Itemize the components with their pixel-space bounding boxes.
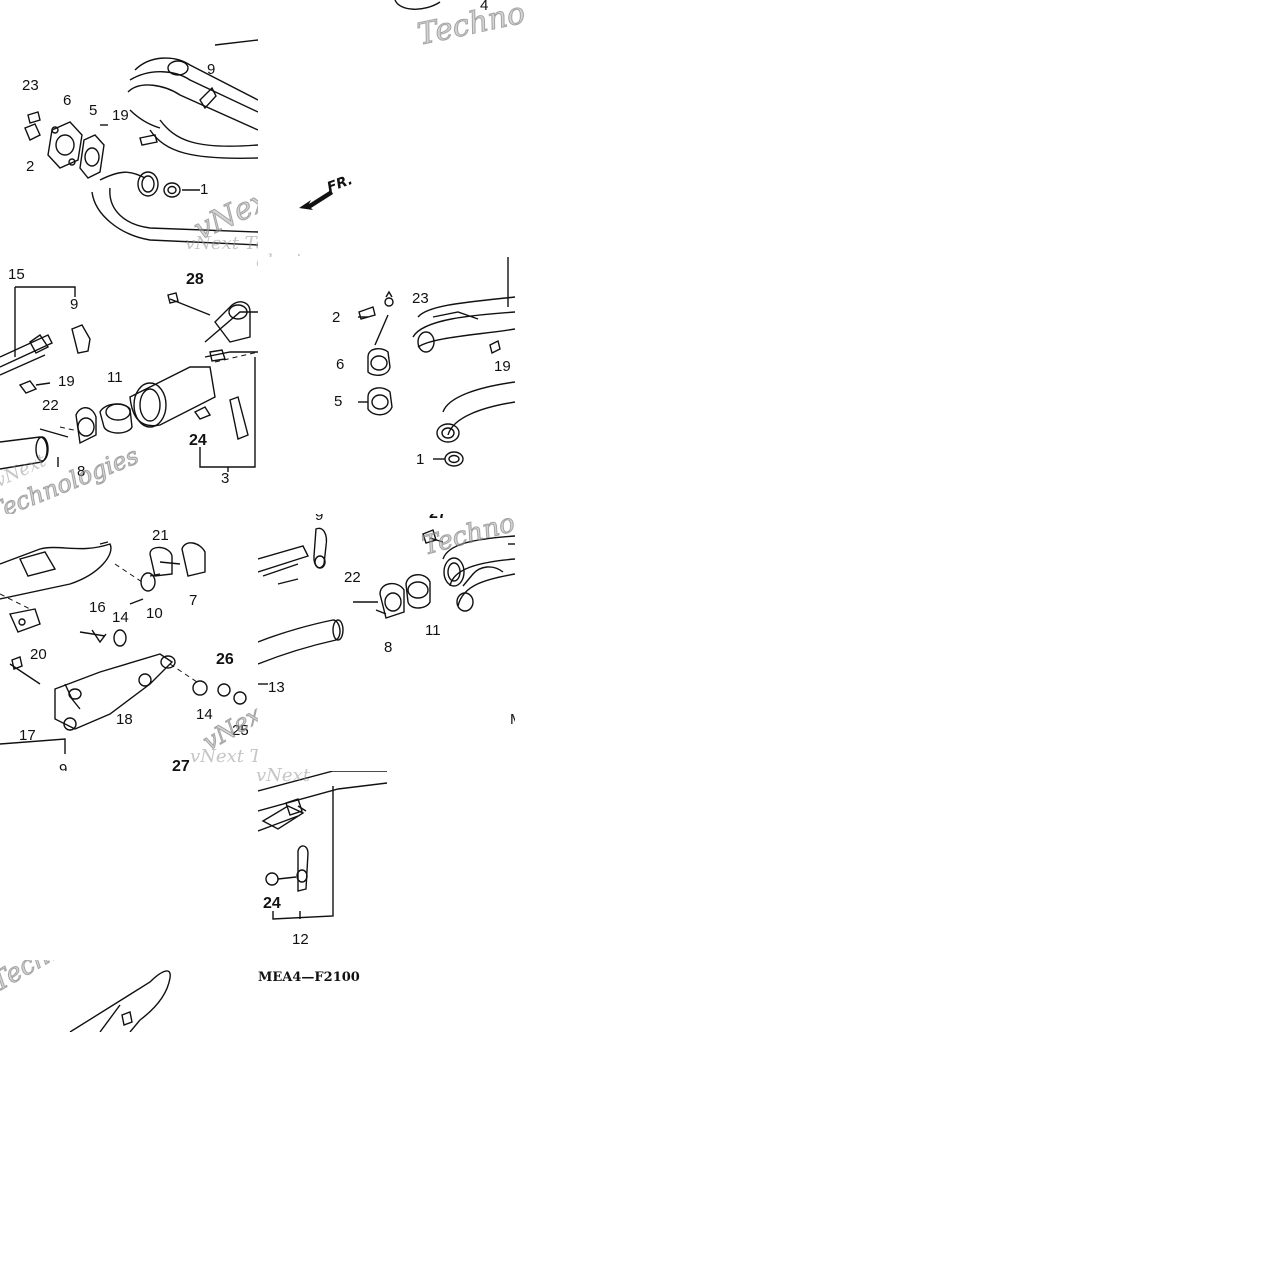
part-label: 27 bbox=[429, 514, 447, 522]
diagram-tile-6: 24 12 MEA4—F2100 bbox=[258, 771, 387, 985]
part-label: 9 bbox=[59, 761, 68, 771]
part-label: 5 bbox=[89, 102, 98, 119]
part-label: 24 bbox=[189, 432, 207, 449]
watermark: vNext Tec bbox=[185, 233, 258, 254]
watermark: vNext bbox=[256, 765, 310, 786]
silencer-tip-drawing bbox=[69, 970, 171, 1032]
part-label: 19 bbox=[494, 358, 511, 375]
part-label: 16 bbox=[89, 599, 106, 616]
part-label: 19 bbox=[112, 107, 129, 124]
part-label: 1 bbox=[416, 451, 425, 468]
diagram-code: MEA4—F2100 bbox=[258, 970, 360, 985]
part-label: 24 bbox=[263, 895, 281, 912]
part-label: 26 bbox=[216, 651, 234, 668]
diagram-tile-2: 15 9 28 19 11 22 24 8 3 ologies bbox=[0, 257, 258, 514]
diagram-tile-8: Technologies bbox=[0, 960, 180, 1032]
diagram-tile-4: 21 7 10 16 14 20 26 18 14 25 17 9 27 vNe… bbox=[0, 514, 258, 771]
part-label: 6 bbox=[336, 356, 345, 373]
part-label: M bbox=[510, 712, 515, 727]
part-label: 18 bbox=[116, 711, 133, 728]
part-label: 23 bbox=[412, 290, 429, 307]
part-label: 12 bbox=[292, 931, 309, 948]
pipe-joint-drawing bbox=[258, 527, 515, 685]
part-label: 17 bbox=[19, 727, 36, 744]
part-label: 19 bbox=[58, 373, 75, 390]
bracket-drawing bbox=[258, 771, 387, 920]
part-label: 10 bbox=[146, 605, 163, 622]
part-label: 7 bbox=[189, 592, 198, 609]
part-label: 23 bbox=[22, 77, 39, 94]
catalytic-section-drawing bbox=[0, 286, 258, 472]
part-label: 11 bbox=[425, 622, 441, 639]
pipe-end-drawing bbox=[394, 0, 441, 10]
part-label: 3 bbox=[221, 470, 230, 487]
watermark: vNext Tec bbox=[190, 746, 258, 767]
part-label: 22 bbox=[42, 397, 59, 414]
part-label: 11 bbox=[107, 369, 123, 386]
part-label: 9 bbox=[207, 61, 216, 78]
part-label: 2 bbox=[332, 309, 341, 326]
part-label: 22 bbox=[344, 569, 361, 586]
part-label: 25 bbox=[232, 722, 249, 739]
part-label: 20 bbox=[30, 646, 47, 663]
part-label: 8 bbox=[384, 639, 393, 656]
flange-exploded-drawing bbox=[358, 257, 515, 467]
pipe-flange-drawing bbox=[24, 39, 258, 246]
part-label: 13 bbox=[268, 679, 285, 696]
part-label: 14 bbox=[196, 706, 213, 723]
part-label: 9 bbox=[70, 296, 79, 313]
muffler-hanger-drawing bbox=[0, 541, 247, 754]
front-arrow-icon bbox=[299, 190, 333, 210]
diagram-tile-1: 9 23 6 5 19 2 1 vNext Tec vNext bbox=[0, 0, 258, 257]
part-label: 1 bbox=[200, 181, 209, 198]
part-label: 6 bbox=[63, 92, 72, 109]
part-label: 15 bbox=[8, 266, 25, 283]
part-label: 28 bbox=[186, 271, 204, 288]
part-label: 9 bbox=[315, 514, 324, 524]
diagram-tile-3: 2 23 6 19 5 1 bbox=[258, 257, 515, 514]
part-label: 14 bbox=[112, 609, 129, 626]
part-label: 8 bbox=[77, 463, 86, 480]
part-label: 2 bbox=[26, 158, 35, 175]
part-label: 27 bbox=[172, 758, 190, 772]
part-label: 21 bbox=[152, 527, 169, 544]
part-label: 5 bbox=[334, 393, 343, 410]
diagram-tile-5: 9 27 22 11 8 13 M Techno bbox=[258, 514, 515, 771]
part-label: 4 bbox=[480, 0, 489, 14]
